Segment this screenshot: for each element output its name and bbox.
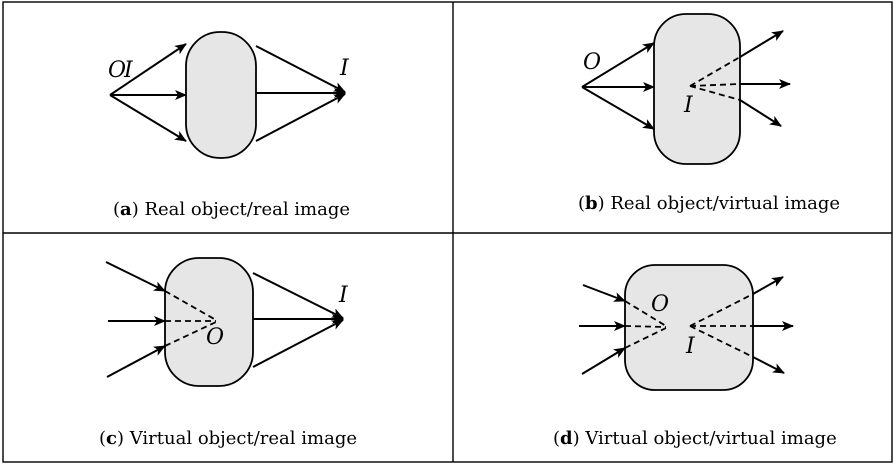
dash-d-out-bot xyxy=(689,325,754,358)
label-object-b: O xyxy=(583,50,601,75)
caption-c: (c) Virtual object/real image xyxy=(99,428,357,449)
lens-a xyxy=(185,31,257,159)
lens-d xyxy=(624,264,754,391)
panel-b: O I (b) Real object/virtual image xyxy=(578,13,840,214)
caption-a: (a) Real object/real image xyxy=(113,199,350,220)
caption-b: (b) Real object/virtual image xyxy=(578,193,840,214)
ray-a-in-top xyxy=(109,43,187,96)
ray-a-out-top xyxy=(255,45,346,93)
label-image-c: I xyxy=(338,283,349,308)
ray-c-in-bot xyxy=(106,345,166,378)
dash-b-bot xyxy=(689,85,741,101)
ray-b-out-top xyxy=(739,30,784,58)
dash-b-mid xyxy=(689,83,741,87)
dash-d-in-mid xyxy=(624,325,667,328)
panel-a: O I I (a) Real object/real image xyxy=(108,31,350,220)
ray-c-out-top xyxy=(252,272,344,319)
label-image-b: I xyxy=(683,93,694,118)
panel-c: O I (c) Virtual object/real image xyxy=(99,257,357,449)
caption-d: (d) Virtual object/virtual image xyxy=(553,428,837,449)
label-image-a-left: I xyxy=(123,58,134,83)
ray-b-out-bot xyxy=(739,99,782,127)
dash-d-in-top xyxy=(624,300,667,327)
lens-b xyxy=(653,13,741,165)
ray-d-out-bot xyxy=(752,356,785,374)
label-object-a: O xyxy=(108,58,126,83)
label-image-a: I xyxy=(339,56,350,81)
ray-d-out-top xyxy=(752,276,784,295)
lens-c xyxy=(164,257,254,387)
dash-d-out-top xyxy=(689,293,754,327)
ray-c-out-bot xyxy=(252,319,344,368)
ray-c-in-top xyxy=(105,261,166,292)
label-object-c: O xyxy=(206,325,224,350)
dash-d-in-bot xyxy=(624,327,667,349)
label-object-d: O xyxy=(651,292,669,317)
ray-d-in-top xyxy=(582,284,626,302)
ray-a-out-bot xyxy=(255,93,346,142)
ray-a-in-bot xyxy=(109,94,187,142)
ray-b-in-bot xyxy=(581,86,655,130)
label-image-d: I xyxy=(685,334,696,359)
panel-d: O I (d) Virtual object/virtual image xyxy=(553,264,837,449)
ray-b-in-top xyxy=(581,42,655,88)
ray-d-in-bot xyxy=(581,347,626,375)
